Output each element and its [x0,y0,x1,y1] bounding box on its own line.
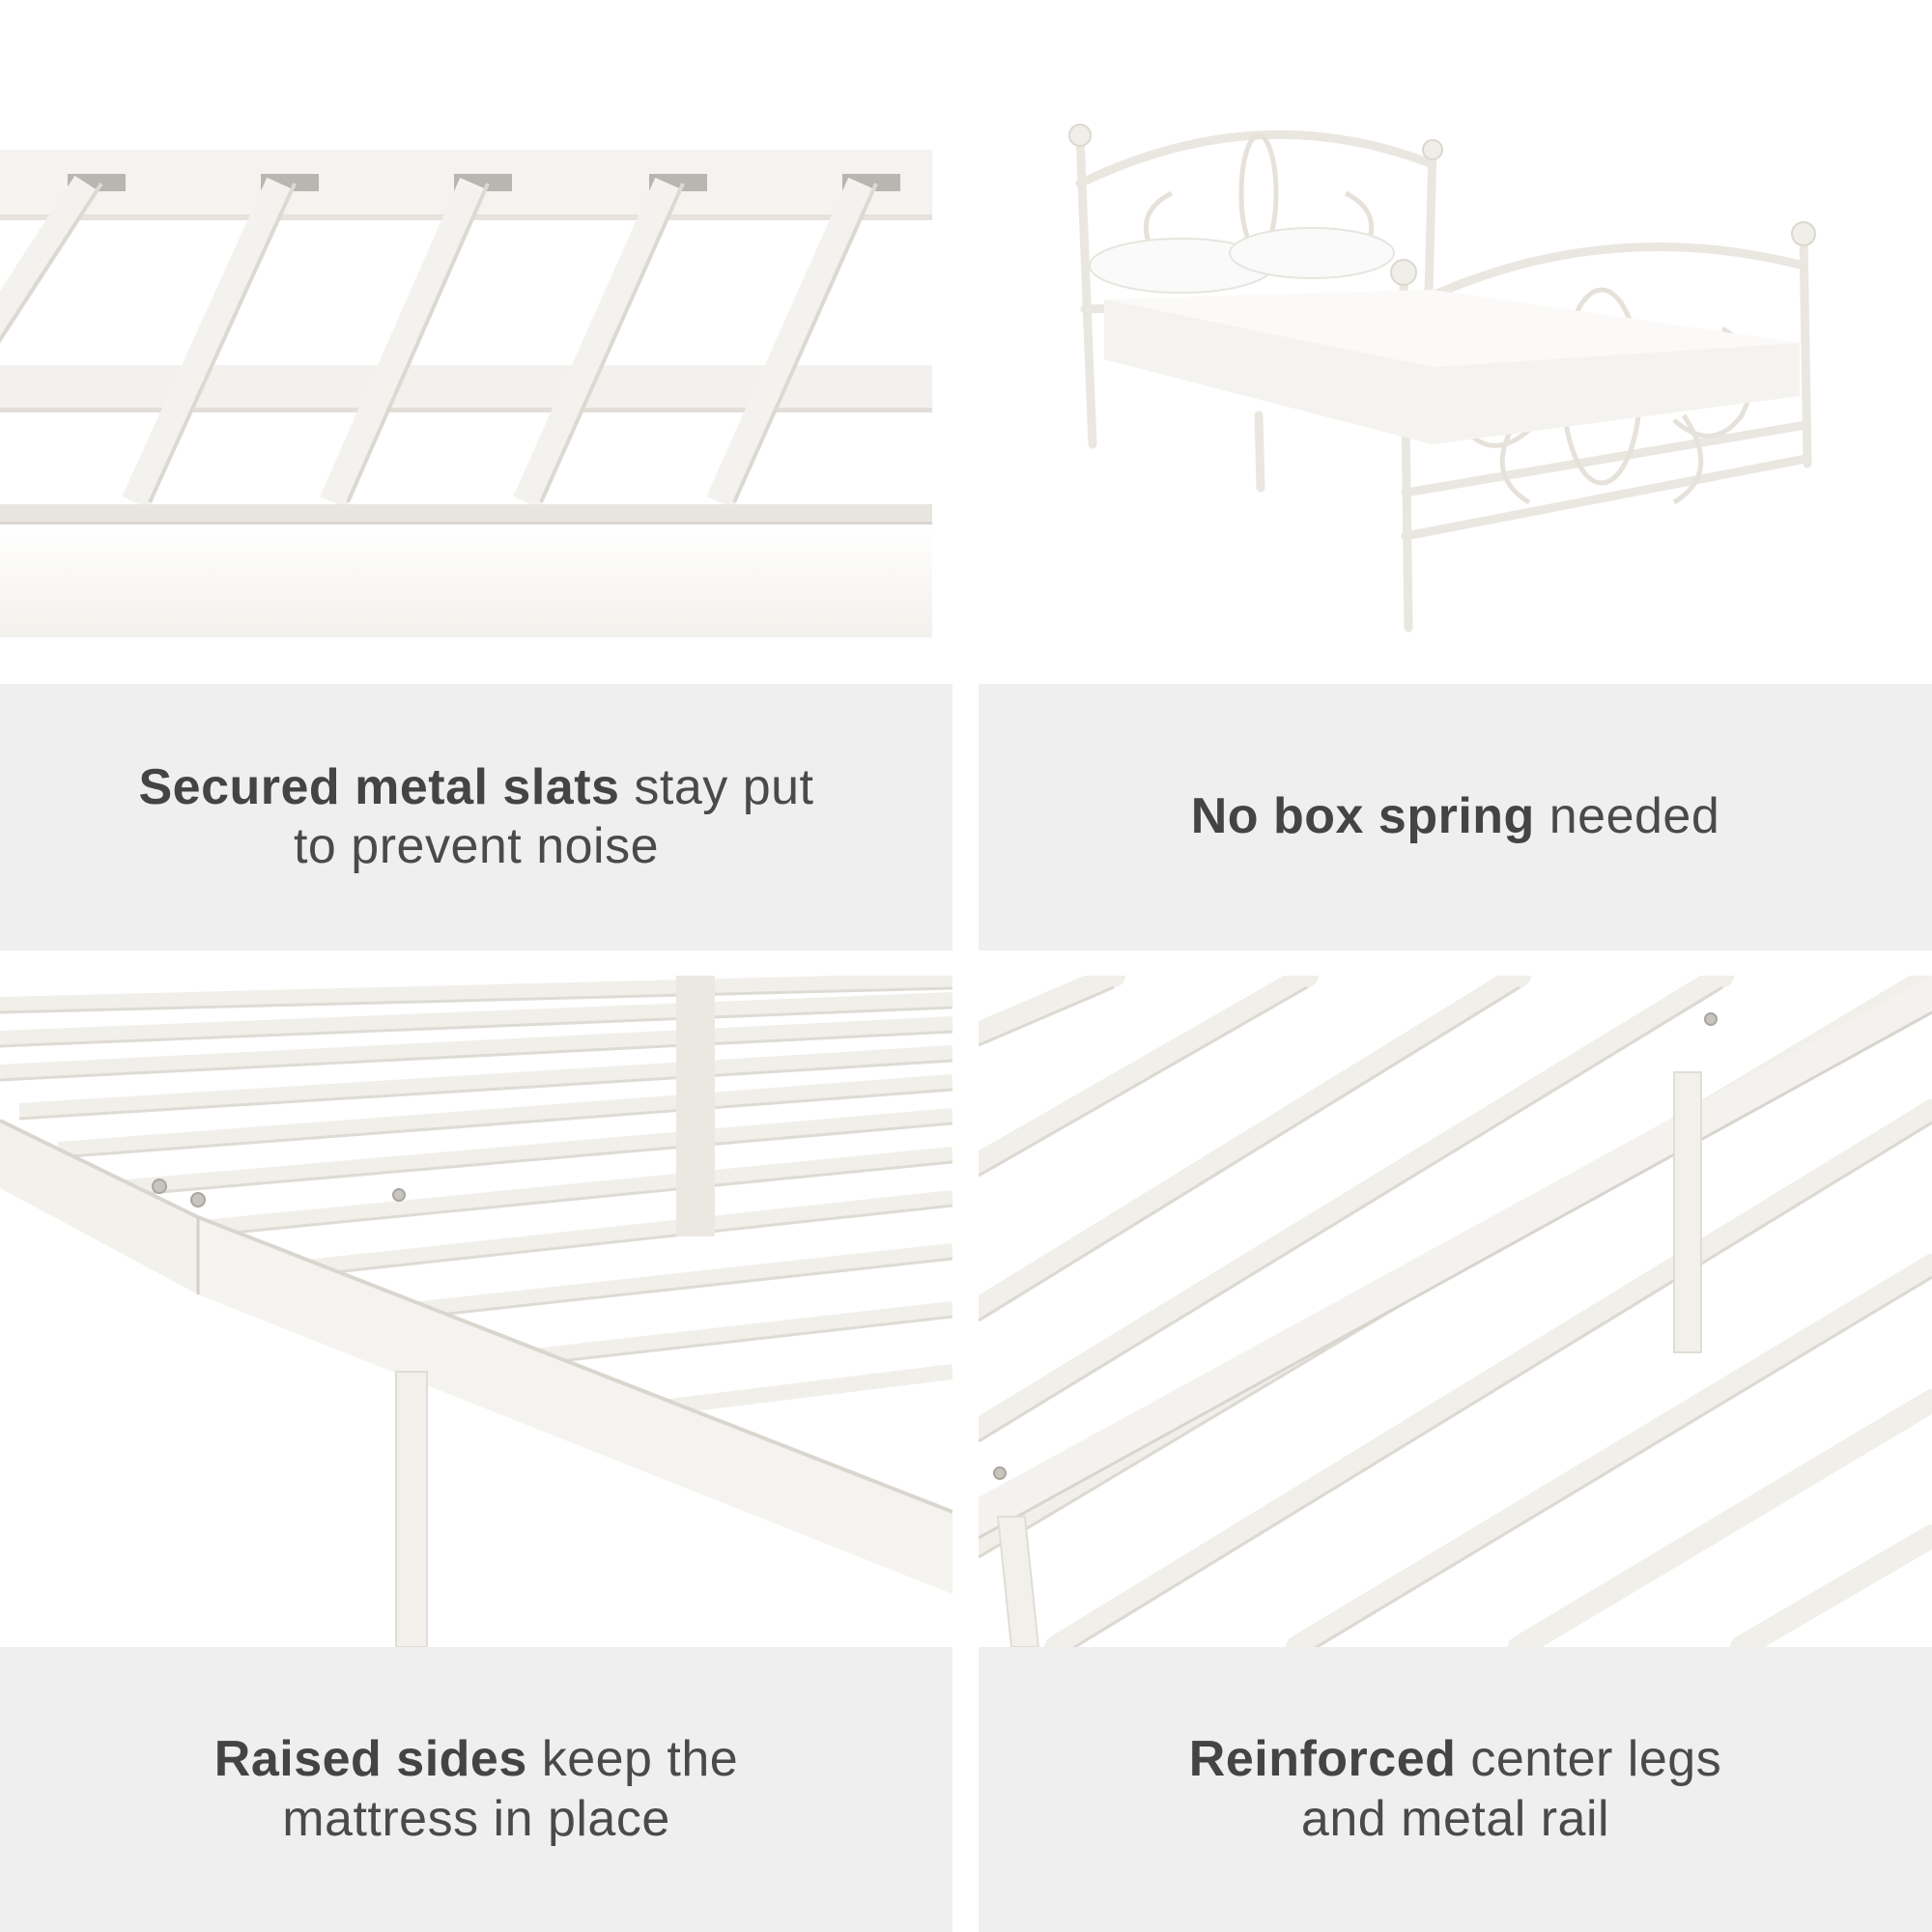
photo-raised-sides [0,976,952,1647]
caption-no-box-spring: No box spring needed [979,684,1932,951]
caption-rest: center legs and metal rail [1300,1731,1722,1847]
photo-full-bed [979,106,1932,647]
caption-text: Raised sides keep the mattress in place [167,1730,785,1849]
photo-slat-closeup [0,145,932,638]
caption-text: Secured metal slats stay put to prevent … [128,758,824,877]
caption-text: No box spring needed [1191,787,1720,846]
caption-rest: stay put to prevent noise [293,758,814,874]
caption-bold: No box spring [1190,788,1535,845]
caption-bold: Reinforced [1188,1731,1457,1788]
caption-rest: keep the mattress in place [282,1731,739,1847]
caption-bold: Raised sides [213,1731,527,1788]
caption-reinforced-legs: Reinforced center legs and metal rail [979,1647,1932,1932]
caption-raised-sides: Raised sides keep the mattress in place [0,1647,952,1932]
photo-center-legs [979,976,1932,1647]
caption-rest: needed [1534,788,1720,845]
caption-secured-slats: Secured metal slats stay put to prevent … [0,684,952,951]
caption-text: Reinforced center legs and metal rail [1147,1730,1765,1849]
caption-bold: Secured metal slats [138,758,620,815]
